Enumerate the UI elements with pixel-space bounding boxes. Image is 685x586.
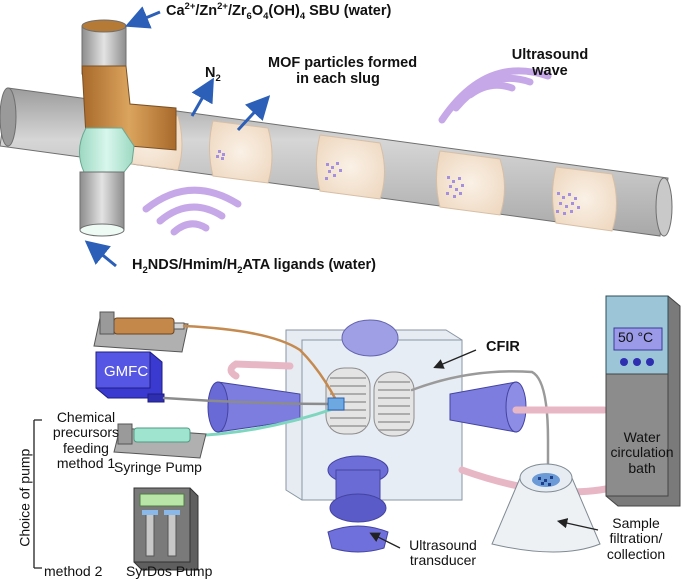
choice-of-pump-label: Choice of pump bbox=[16, 448, 33, 547]
ultrasound-transducer bbox=[327, 455, 389, 553]
reactor-coils bbox=[325, 367, 415, 437]
syringe-pump-label: Syringe Pump bbox=[114, 459, 202, 475]
sample-collection-label: Sample filtration/ collection bbox=[606, 515, 666, 562]
chemical-precursors-label: Chemical precursors feeding method 1 bbox=[52, 409, 120, 472]
temperature-display: 50 °C bbox=[618, 329, 654, 345]
syrdos-pump bbox=[133, 487, 199, 571]
slug-4 bbox=[436, 150, 505, 216]
syringe-pump bbox=[113, 423, 207, 459]
slug-2 bbox=[209, 120, 273, 184]
n2-label: N2 bbox=[205, 65, 221, 84]
arrow-icon bbox=[84, 6, 271, 268]
method-2-label: method 2 bbox=[44, 563, 103, 579]
mof-particles bbox=[216, 150, 580, 215]
ultrasound-wave-icon bbox=[438, 67, 552, 124]
ligands-label: H2NDS/Hmim/H2ATA ligands (water) bbox=[132, 257, 376, 276]
syrdos-pump-label: SyrDos Pump bbox=[126, 563, 213, 579]
gmfc-label: GMFC bbox=[104, 363, 149, 380]
collection-flask bbox=[491, 463, 601, 553]
choice-of-pump-bracket bbox=[33, 419, 42, 569]
syringe-brown bbox=[93, 311, 189, 353]
junction-cross bbox=[327, 397, 345, 411]
ultrasound-wave-icon-2 bbox=[142, 186, 242, 236]
t-mixer bbox=[79, 19, 177, 237]
leader-arrows bbox=[369, 349, 599, 549]
slug-3 bbox=[316, 134, 385, 200]
ultrasound-transducer-label: Ultrasound transducer bbox=[409, 537, 477, 569]
gmfc-box bbox=[95, 351, 165, 403]
water-bath-label: Water circulation bath bbox=[610, 429, 674, 476]
water-circulation-bath bbox=[605, 295, 681, 507]
cfir-label: CFIR bbox=[486, 339, 520, 355]
slug-5 bbox=[552, 166, 617, 232]
sbu-label: Ca2+/Zn2+/Zr6O4(OH)4 SBU (water) bbox=[166, 1, 392, 22]
